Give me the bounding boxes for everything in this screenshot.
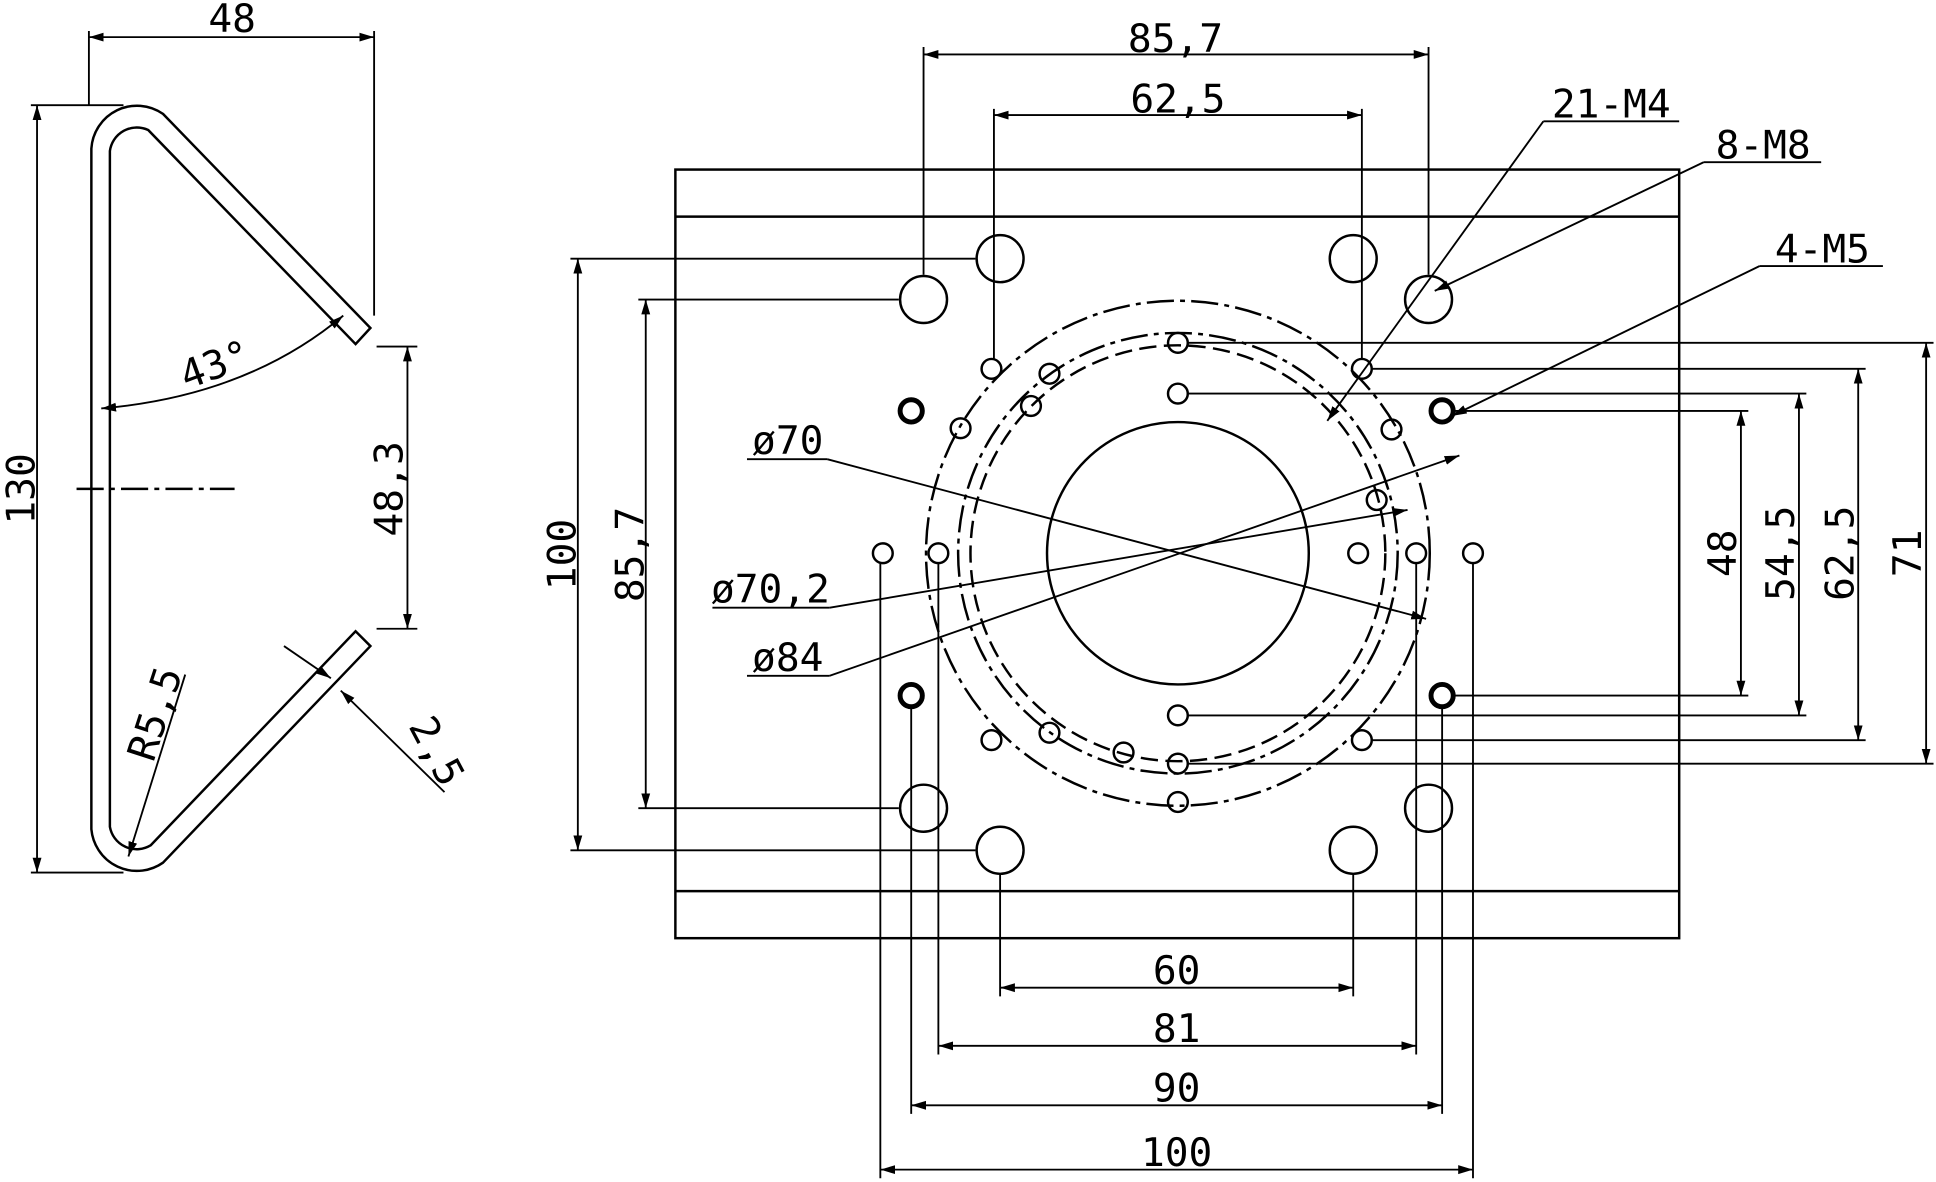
- radius-label: R5,5: [119, 661, 192, 766]
- center-bore: [1045, 420, 1311, 686]
- dim-height-label: 130: [0, 453, 45, 525]
- dim-width-label: 48: [208, 0, 256, 42]
- plate-front-view: 85,7 62,5 60 81 90 100 100 85,7 48 54,5 …: [539, 16, 1934, 1179]
- dim-top-1: 85,7: [1128, 16, 1223, 62]
- dim-bottom-2: 81: [1153, 1006, 1201, 1052]
- dim-right-4: 71: [1885, 529, 1931, 577]
- callout-m4: 21-M4: [1552, 82, 1671, 128]
- angle-label: 43°: [174, 331, 257, 399]
- dim-right-1: 48: [1700, 529, 1746, 577]
- dim-left-2: 85,7: [607, 507, 653, 602]
- dim-top-2: 62,5: [1130, 77, 1225, 123]
- dim-bottom-1: 60: [1153, 948, 1201, 994]
- callout-d70: ø70: [752, 418, 823, 464]
- callout-d702: ø70,2: [711, 567, 830, 613]
- callout-m8: 8-M8: [1716, 122, 1811, 168]
- thickness-label: 2,5: [399, 709, 473, 794]
- dim-right-3: 62,5: [1817, 506, 1863, 601]
- bracket-side-view: 48 130 43° 48,3 R5,5 2,5: [0, 0, 473, 874]
- callout-m5: 4-M5: [1775, 226, 1870, 272]
- gap-label: 48,3: [367, 441, 413, 536]
- callout-d84: ø84: [752, 635, 823, 681]
- dim-right-2: 54,5: [1758, 506, 1804, 601]
- dim-bottom-4: 100: [1141, 1130, 1212, 1176]
- dim-left-1: 100: [539, 519, 585, 591]
- bracket-outline: [90, 104, 373, 873]
- dim-bottom-3: 90: [1153, 1066, 1201, 1112]
